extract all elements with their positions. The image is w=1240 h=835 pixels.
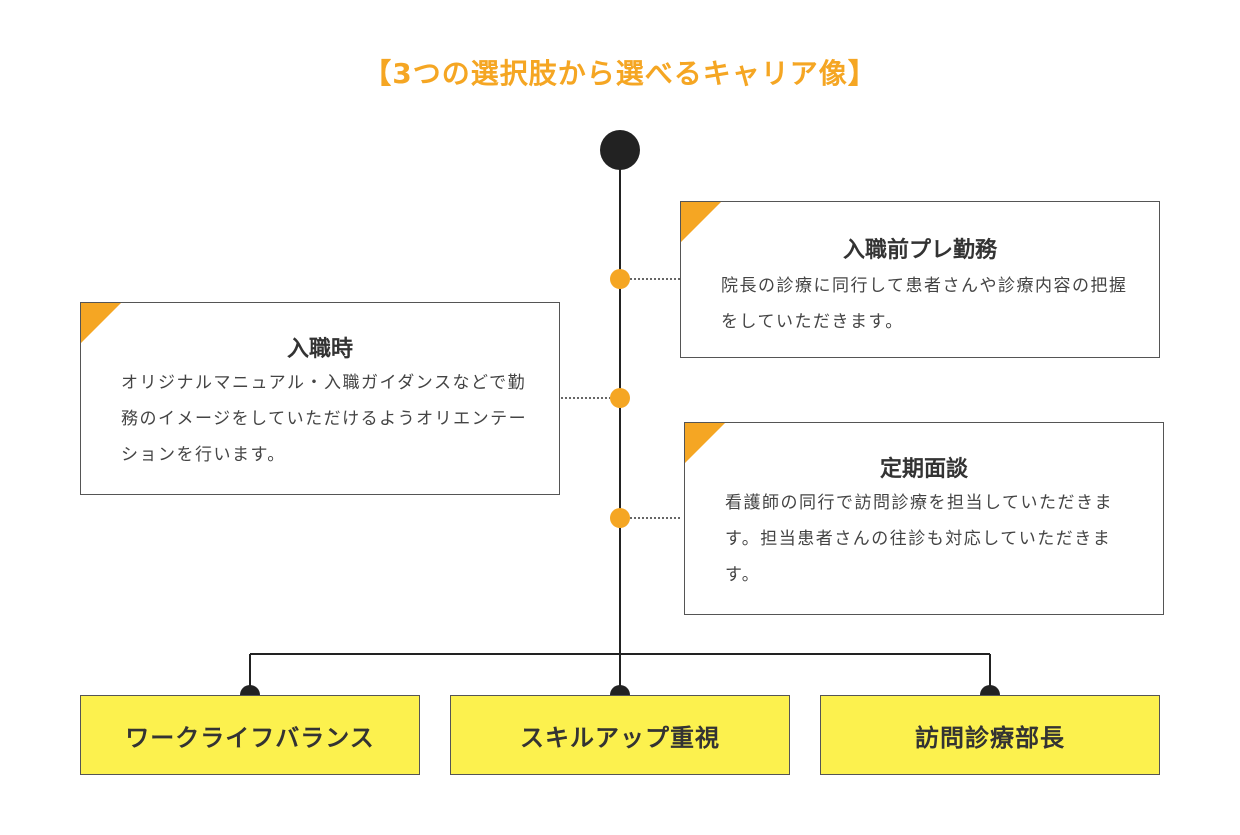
timeline-node-2 [610,388,630,408]
step-card-onboarding: 入職時 オリジナルマニュアル・入職ガイダンスなどで勤務のイメージをしていただける… [80,302,560,495]
step-card-title: 入職時 [286,337,353,362]
step-card-body: 院長の診療に同行して患者さんや診療内容の把握をしていただきます。 [721,276,1128,332]
corner-accent [685,423,725,463]
timeline-node-1 [610,269,630,289]
timeline-node-3 [610,508,630,528]
step-card-pre-work: 入職前プレ勤務 院長の診療に同行して患者さんや診療内容の把握をしていただきます。 [680,201,1160,358]
step-card-title: 定期面談 [879,457,968,482]
career-option-visit-medical-director: 訪問診療部長 [820,695,1160,775]
step-card-regular-meeting: 定期面談 看護師の同行で訪問診療を担当していただきます。担当患者さんの往診も対応… [684,422,1164,615]
career-option-skill-up: スキルアップ重視 [450,695,790,775]
career-option-work-life-balance: ワークライフバランス [80,695,420,775]
timeline-start-node [600,130,640,170]
corner-accent [681,202,721,242]
step-card-body: オリジナルマニュアル・入職ガイダンスなどで勤務のイメージをしていただけるようオリ… [121,373,528,465]
corner-accent [81,303,121,343]
step-card-title: 入職前プレ勤務 [842,238,997,263]
diagram-title: 【3つの選択肢から選べるキャリア像】 [363,57,877,90]
step-card-body: 看護師の同行で訪問診療を担当していただきます。担当患者さんの往診も対応していただ… [725,493,1113,585]
